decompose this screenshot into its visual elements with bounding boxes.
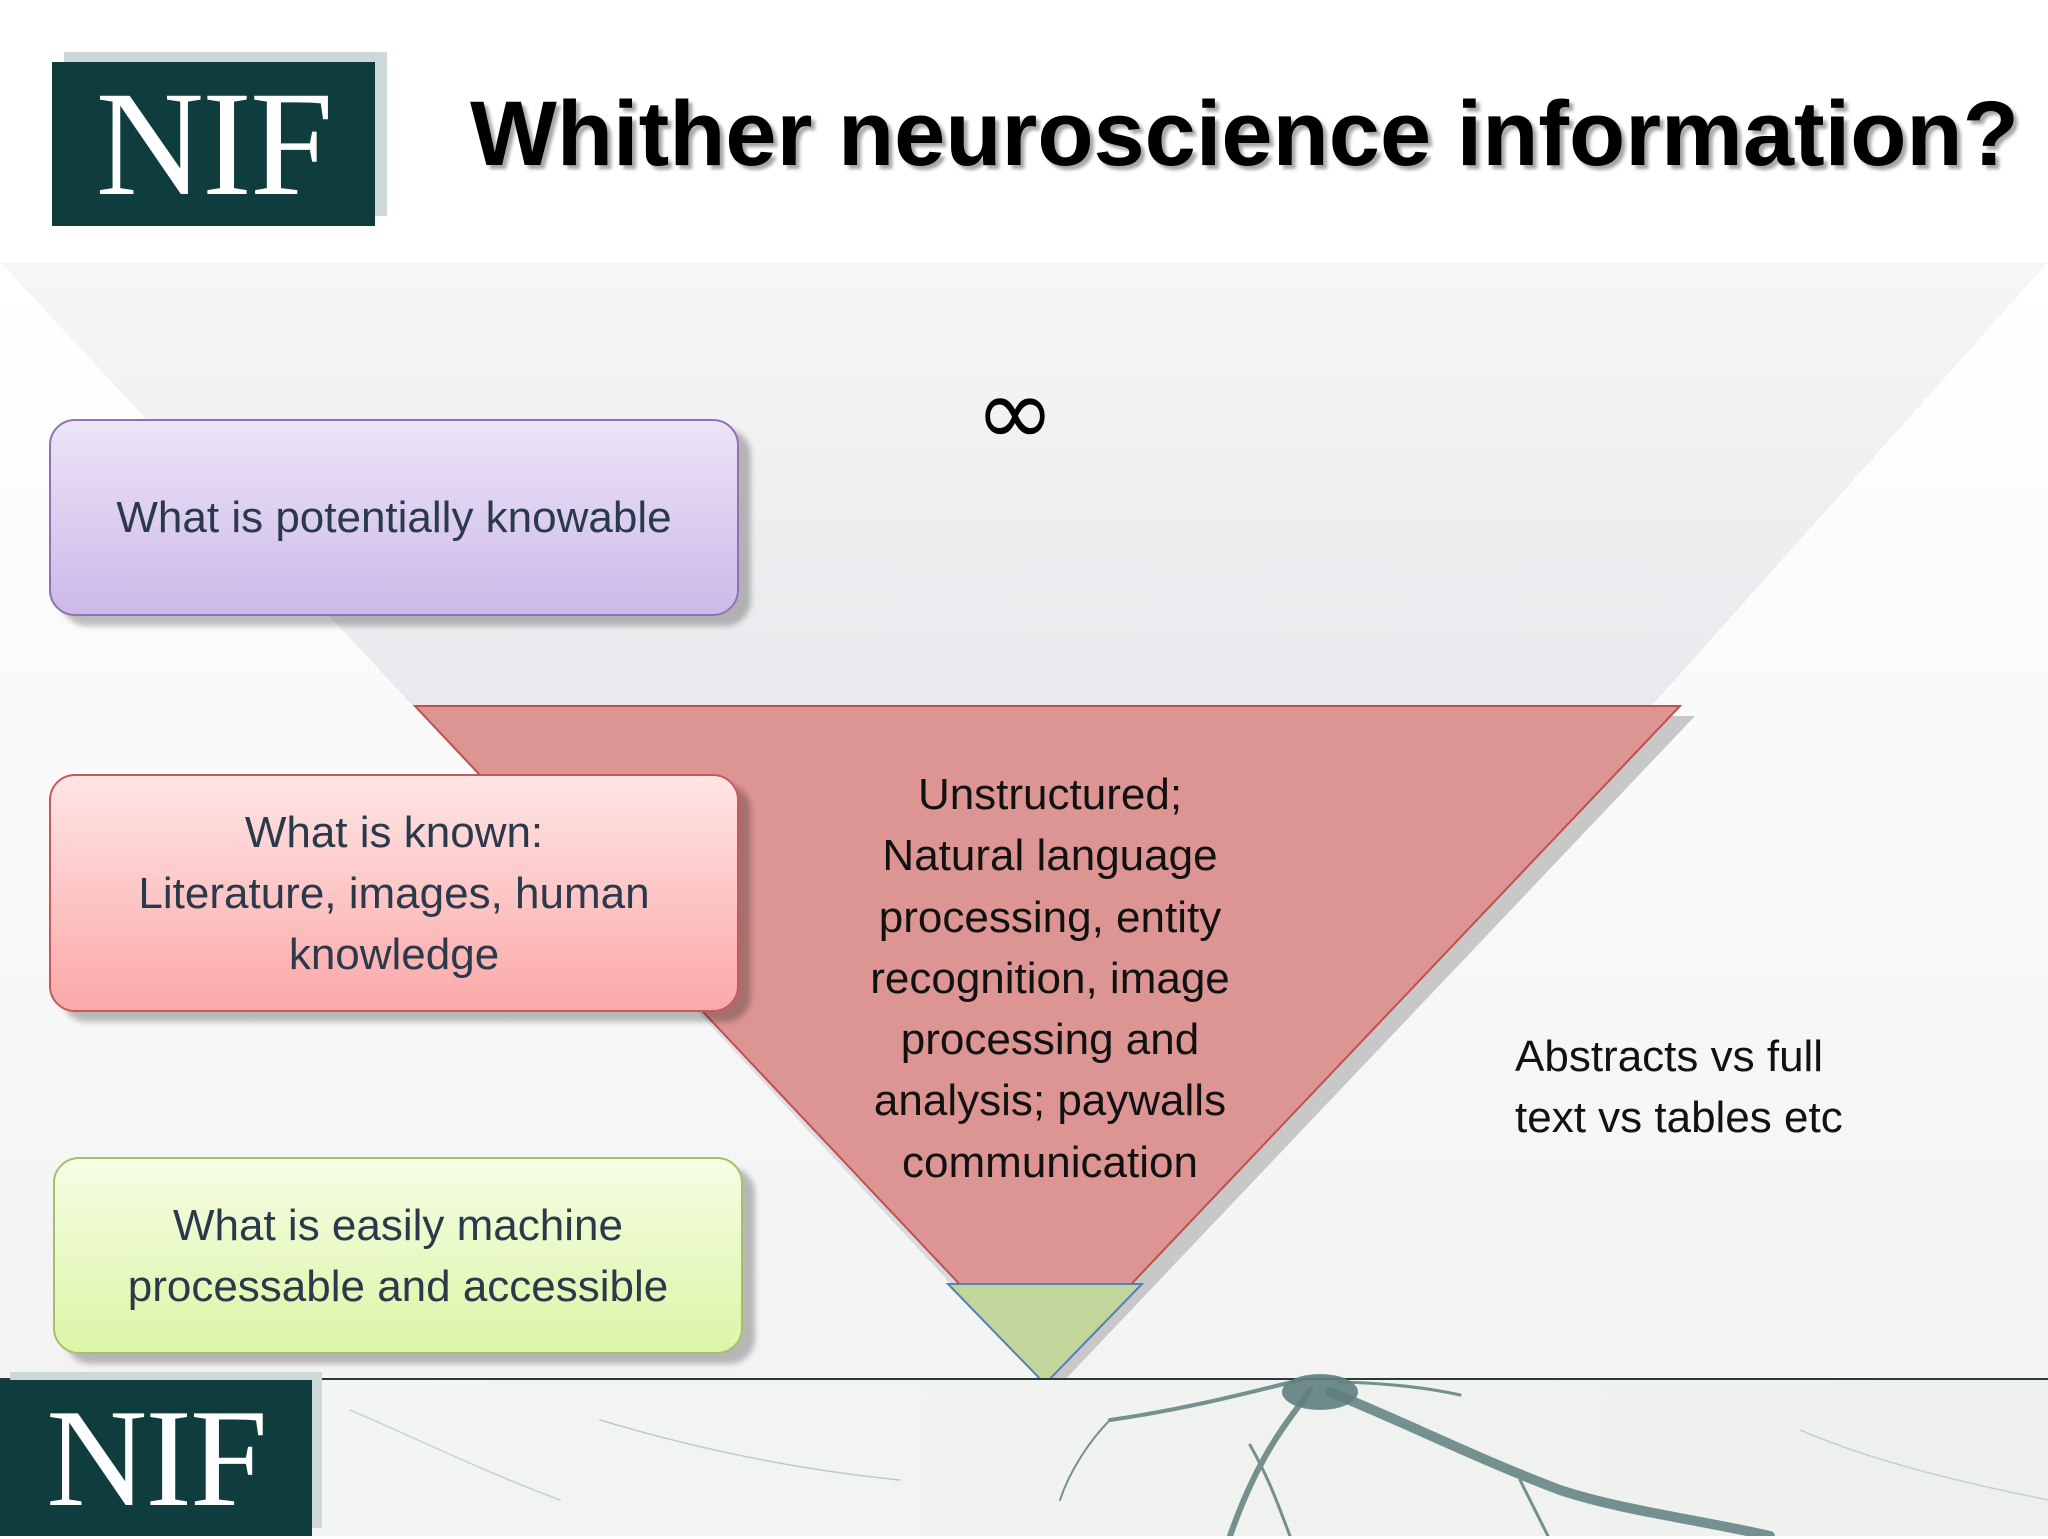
description-line: analysis; paywalls [873,1076,1227,1126]
box-known-line: Literature, images, human [138,868,650,918]
box-known-line: What is known: [244,807,544,857]
note-line: text vs tables etc [1515,1093,1843,1142]
infinity-symbol: ∞ [975,356,1055,468]
description-line: Unstructured; [917,770,1183,819]
description-line: Natural language [882,831,1218,881]
box-machine-line: What is easily machine [173,1200,623,1250]
box-known: What is known: Literature, images, human… [49,774,739,1012]
slide-title: Whither neuroscience information? [470,83,2019,185]
nif-logo: NIF [52,61,375,227]
description-line: recognition, image [870,953,1230,1003]
box-potentially-knowable: What is potentially knowable [49,419,739,616]
neuron-soma [1282,1374,1358,1410]
description-line: communication [902,1137,1198,1187]
abstracts-note: Abstracts vs full text vs tables etc [1515,1026,1935,1148]
neuron-image [0,1380,2048,1536]
machine-triangle [945,1283,1145,1386]
description-line: processing, entity [878,892,1222,942]
description-line: processing and [900,1015,1200,1065]
box-machine-processable: What is easily machine processable and a… [53,1157,743,1354]
nif-logo-footer: NIF [0,1380,312,1536]
box-machine-line: processable and accessible [127,1261,669,1311]
box-known-line: knowledge [288,929,500,979]
unstructured-description: Unstructured; Natural language processin… [810,764,1290,1193]
box-potentially-knowable-text: What is potentially knowable [116,493,672,542]
note-line: Abstracts vs full [1515,1032,1824,1081]
